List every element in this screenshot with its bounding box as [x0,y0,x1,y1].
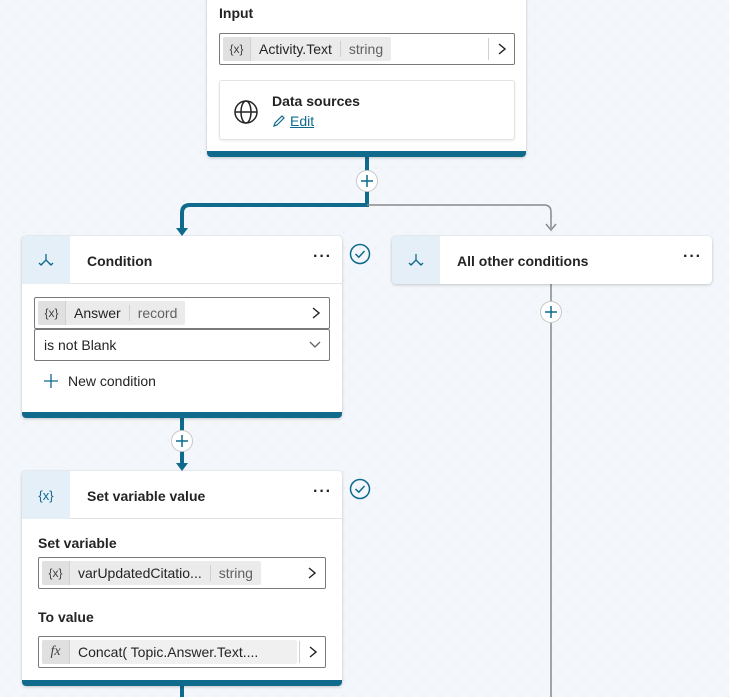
check-circle-icon [349,243,371,265]
add-node-button[interactable] [540,301,562,323]
data-sources-label: Data sources [272,93,360,109]
condition-variable-tag: {x} Answer record [38,301,186,325]
condition-variable-type: record [128,305,186,321]
other-title: All other conditions [457,253,589,269]
chevron-right-icon[interactable] [299,562,325,584]
more-options-button[interactable]: ··· [313,483,332,500]
condition-variable-field[interactable]: {x} Answer record [34,297,330,329]
input-variable-type: string [339,41,391,57]
check-circle-icon [349,478,371,500]
edit-link-label: Edit [290,113,315,129]
add-node-button[interactable] [171,430,193,452]
formula-icon: fx [42,640,70,664]
chevron-right-icon[interactable] [303,302,329,324]
input-variable-tag: {x} Activity.Text string [223,37,392,61]
set-variable-tag: {x} varUpdatedCitatio... string [42,561,261,585]
globe-icon [234,100,258,124]
chevron-right-icon[interactable] [488,38,514,60]
variable-icon: {x} [223,37,251,61]
set-variable-name: varUpdatedCitatio... [78,565,202,581]
variable-icon: {x} [22,471,70,519]
chevron-down-icon [309,341,321,348]
condition-title: Condition [87,253,153,269]
input-variable-name: Activity.Text [259,41,332,57]
condition-variable-name: Answer [74,305,121,321]
more-options-button[interactable]: ··· [313,248,332,265]
set-variable-title: Set variable value [87,488,206,504]
to-value-field[interactable]: fx Concat( Topic.Answer.Text.... [38,636,326,668]
chevron-right-icon[interactable] [299,641,325,663]
operator-value: is not Blank [44,337,117,353]
variable-icon: {x} [38,301,66,325]
set-variable-field[interactable]: {x} varUpdatedCitatio... string [38,557,326,589]
input-variable-field[interactable]: {x} Activity.Text string [219,33,515,65]
plus-icon [176,435,188,447]
new-condition-label: New condition [68,373,156,389]
variable-icon: {x} [42,561,70,585]
edit-link[interactable]: Edit [272,113,314,129]
operator-dropdown[interactable]: is not Blank [34,329,330,361]
set-variable-header: {x} Set variable value ··· [22,471,342,519]
condition-node[interactable]: Condition ··· {x} Answer record is not B… [22,236,342,418]
plus-icon [44,374,58,388]
plus-icon [361,175,373,187]
data-sources-panel: Data sources Edit [219,80,515,140]
new-condition-button[interactable]: New condition [44,373,156,389]
all-other-conditions-node[interactable]: All other conditions ··· [392,236,712,284]
more-options-button[interactable]: ··· [683,248,702,265]
plus-icon [545,306,557,318]
set-variable-node[interactable]: {x} Set variable value ··· Set variable … [22,471,342,686]
branch-icon [22,236,70,284]
condition-accent-bar [22,412,342,418]
to-value-label: To value [38,609,94,625]
add-node-button[interactable] [356,170,378,192]
input-node[interactable]: Input {x} Activity.Text string Data sour… [207,0,526,157]
other-header: All other conditions ··· [392,236,712,284]
set-variable-type: string [209,565,261,581]
set-variable-label: Set variable [38,535,117,551]
input-node-accent-bar [207,151,526,157]
set-variable-accent-bar [22,680,342,686]
formula-tag: fx Concat( Topic.Answer.Text.... [42,640,297,664]
input-label: Input [219,5,254,21]
formula-text: Concat( Topic.Answer.Text.... [78,644,259,660]
pencil-icon [273,115,285,127]
branch-icon [392,236,440,284]
condition-header: Condition ··· [22,236,342,284]
